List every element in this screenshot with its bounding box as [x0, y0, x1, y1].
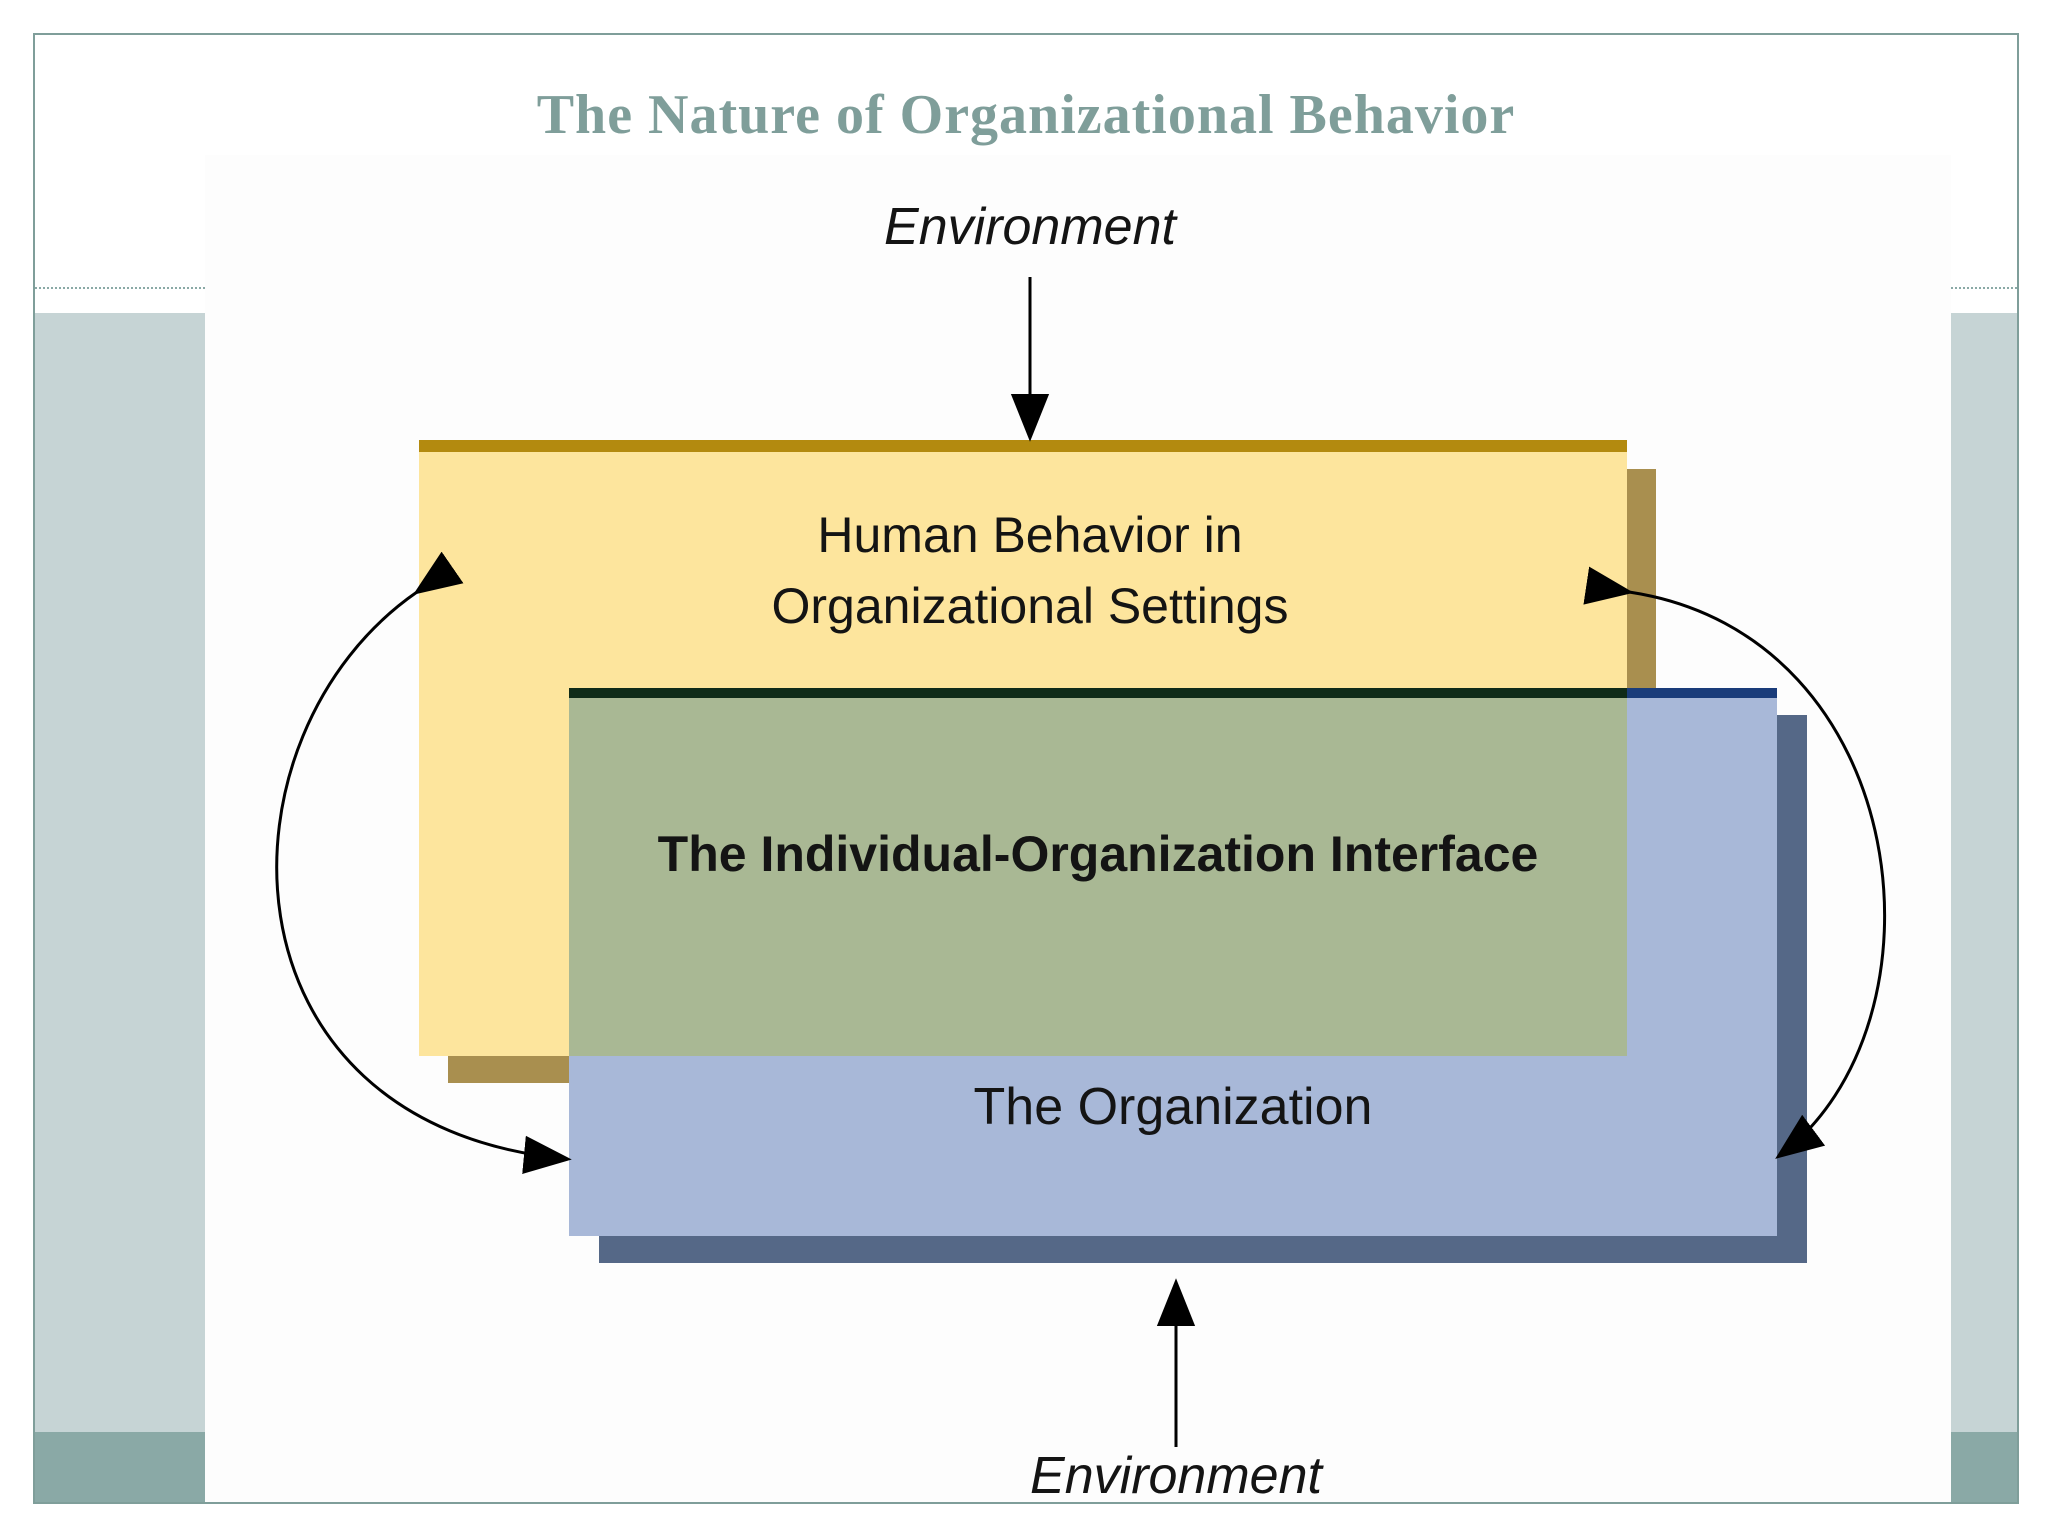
left-rail-footer — [35, 1432, 205, 1502]
left-rail — [35, 313, 205, 1432]
slide-title: The Nature of Organizational Behavior — [536, 84, 1516, 146]
environment-top-label: Environment — [884, 198, 1178, 256]
interface-box — [569, 688, 1627, 1056]
organization-label: The Organization — [974, 1078, 1373, 1136]
right-rail — [1951, 313, 2017, 1432]
left-feedback-arrow — [275, 551, 572, 1174]
right-feedback-arrow — [1583, 566, 1887, 1159]
interface-label: The Individual-Organization Interface — [658, 826, 1539, 882]
human-behavior-label-line1: Human Behavior in — [817, 507, 1242, 563]
interface-top-bar — [569, 688, 1627, 698]
right-dotted-divider — [1951, 287, 2017, 289]
organizational-behavior-diagram: Environment Environment Human Behavior i… — [275, 198, 1887, 1502]
environment-bottom-label: Environment — [1030, 1447, 1324, 1502]
slide: The Nature of Organizational Behavior En… — [33, 33, 2019, 1504]
human-behavior-label-line2: Organizational Settings — [772, 578, 1289, 634]
right-rail-footer — [1951, 1432, 2017, 1502]
human-behavior-top-bar — [419, 440, 1627, 452]
left-dotted-divider — [35, 287, 205, 289]
